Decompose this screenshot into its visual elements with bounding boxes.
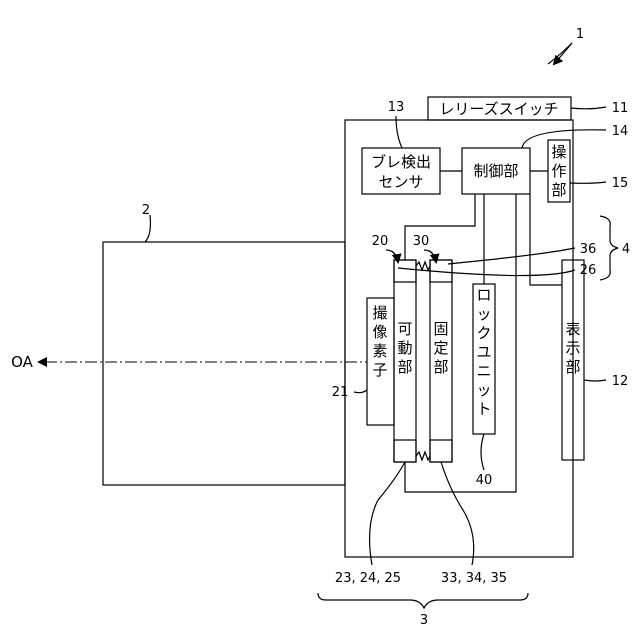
- leader-lens: [145, 215, 150, 242]
- optical-axis-arrowhead: [37, 357, 47, 367]
- leader-lock: [481, 434, 484, 470]
- ref-control: 14: [612, 124, 629, 139]
- leader-movable-members: [370, 462, 405, 565]
- leader-display: [584, 380, 606, 381]
- ref-assembly: 3: [420, 613, 428, 628]
- ref-lock: 40: [476, 473, 493, 488]
- leader-ref-36: [448, 248, 575, 264]
- ref-26: 26: [580, 263, 597, 278]
- shake-sensor-label-2: センサ: [378, 173, 423, 191]
- brace-assembly: [318, 593, 528, 608]
- bottom-spring: [416, 452, 430, 460]
- shake-sensor-label-1: ブレ検出: [371, 153, 431, 171]
- ref-display: 12: [612, 374, 629, 389]
- lock-unit-label: ロックユニット: [476, 286, 491, 418]
- ref-fixed: 30: [413, 234, 430, 249]
- brace-stabilizer: [600, 216, 618, 280]
- movable-bottom-segment: [394, 440, 416, 462]
- fixed-part-label: 固定部: [433, 320, 448, 376]
- control-unit-label: 制御部: [473, 162, 518, 180]
- ref-movable-members: 23, 24, 25: [335, 571, 401, 586]
- ref-operation: 15: [612, 176, 629, 191]
- ref-device: 1: [576, 27, 584, 42]
- operation-unit-label: 操作部: [551, 143, 566, 199]
- fixed-bottom-segment: [430, 440, 452, 462]
- leader-ref-26: [398, 268, 575, 276]
- arrow-device: [554, 43, 572, 64]
- ref-lens: 2: [142, 203, 150, 218]
- leader-image-sensor: [354, 390, 367, 393]
- ref-release-switch: 11: [612, 101, 629, 116]
- optical-axis-label: OA: [11, 353, 34, 371]
- movable-top-segment: [394, 260, 416, 282]
- display-unit-label: 表示部: [565, 320, 580, 376]
- ref-image-sensor: 21: [332, 385, 349, 400]
- image-sensor-label: 撮像素子: [372, 304, 387, 379]
- ref-36: 36: [580, 242, 597, 257]
- ref-movable: 20: [372, 234, 389, 249]
- ref-stabilizer: 4: [622, 242, 630, 257]
- lens-body: [103, 242, 345, 485]
- leader-shake-sensor: [396, 116, 402, 148]
- release-switch-label: レリーズスイッチ: [439, 100, 558, 118]
- ref-shake-sensor: 13: [388, 100, 405, 115]
- wire-control-display: [530, 194, 562, 285]
- leader-fixed-members: [441, 462, 474, 565]
- leader-device: [548, 43, 572, 64]
- top-spring: [416, 262, 430, 270]
- leader-operation: [570, 182, 606, 183]
- wire-control-movable: [405, 194, 475, 260]
- movable-part-label: 可動部: [397, 320, 412, 376]
- leader-release: [571, 107, 606, 109]
- ref-fixed-members: 33, 34, 35: [441, 571, 507, 586]
